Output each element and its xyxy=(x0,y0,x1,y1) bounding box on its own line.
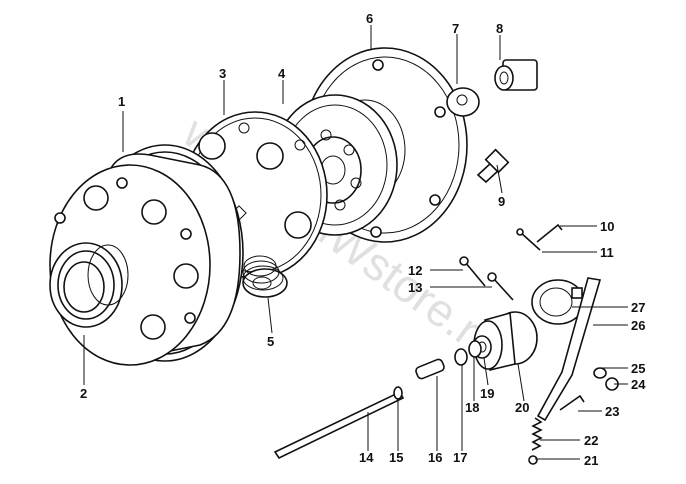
callout-26: 26 xyxy=(631,318,645,333)
callout-1: 1 xyxy=(118,94,125,109)
callout-11: 11 xyxy=(600,245,614,260)
callout-19: 19 xyxy=(480,386,494,401)
callout-18: 18 xyxy=(465,400,479,415)
callout-23: 23 xyxy=(605,404,619,419)
callout-15: 15 xyxy=(389,450,403,465)
callout-17: 17 xyxy=(453,450,467,465)
callout-25: 25 xyxy=(631,361,645,376)
part-11-pin xyxy=(516,228,541,251)
part-8-nut xyxy=(494,59,538,91)
callout-10: 10 xyxy=(600,219,614,234)
callout-16: 16 xyxy=(428,450,442,465)
leader-lines xyxy=(83,25,628,460)
callout-2: 2 xyxy=(80,386,87,401)
callout-6: 6 xyxy=(366,11,373,26)
callout-27: 27 xyxy=(631,300,645,315)
part-15-seal xyxy=(393,386,403,400)
part-9-bolt xyxy=(476,148,510,184)
callout-8: 8 xyxy=(496,21,503,36)
callout-4: 4 xyxy=(278,66,286,81)
callout-3: 3 xyxy=(219,66,226,81)
callout-5: 5 xyxy=(267,334,274,349)
part-21-pin xyxy=(528,455,538,465)
part-5-spring xyxy=(242,255,288,298)
callout-labels: 1 2 3 4 5 6 7 8 9 10 11 12 13 14 15 16 1… xyxy=(80,11,646,468)
part-7-washer xyxy=(446,87,480,117)
part-23-clip xyxy=(559,394,585,411)
part-25-washer xyxy=(593,367,607,379)
part-1-flywheel xyxy=(49,144,244,366)
part-12-bolt xyxy=(459,256,486,287)
part-22-spring xyxy=(531,417,543,451)
part-16-guide xyxy=(415,358,445,380)
callout-13: 13 xyxy=(408,280,422,295)
callout-21: 21 xyxy=(584,453,598,468)
callout-20: 20 xyxy=(515,400,529,415)
callout-22: 22 xyxy=(584,433,598,448)
part-26-lever xyxy=(536,277,602,422)
callout-9: 9 xyxy=(498,194,505,209)
part-18-ring xyxy=(468,340,482,358)
part-27-housing xyxy=(531,279,585,325)
part-17-circlip xyxy=(454,348,468,366)
callout-7: 7 xyxy=(452,21,459,36)
callout-12: 12 xyxy=(408,263,422,278)
callout-14: 14 xyxy=(359,450,374,465)
part-14-push-rod xyxy=(273,390,405,460)
part-13-bolt xyxy=(487,272,514,301)
part-10-pin xyxy=(536,223,563,243)
callout-24: 24 xyxy=(631,377,646,392)
